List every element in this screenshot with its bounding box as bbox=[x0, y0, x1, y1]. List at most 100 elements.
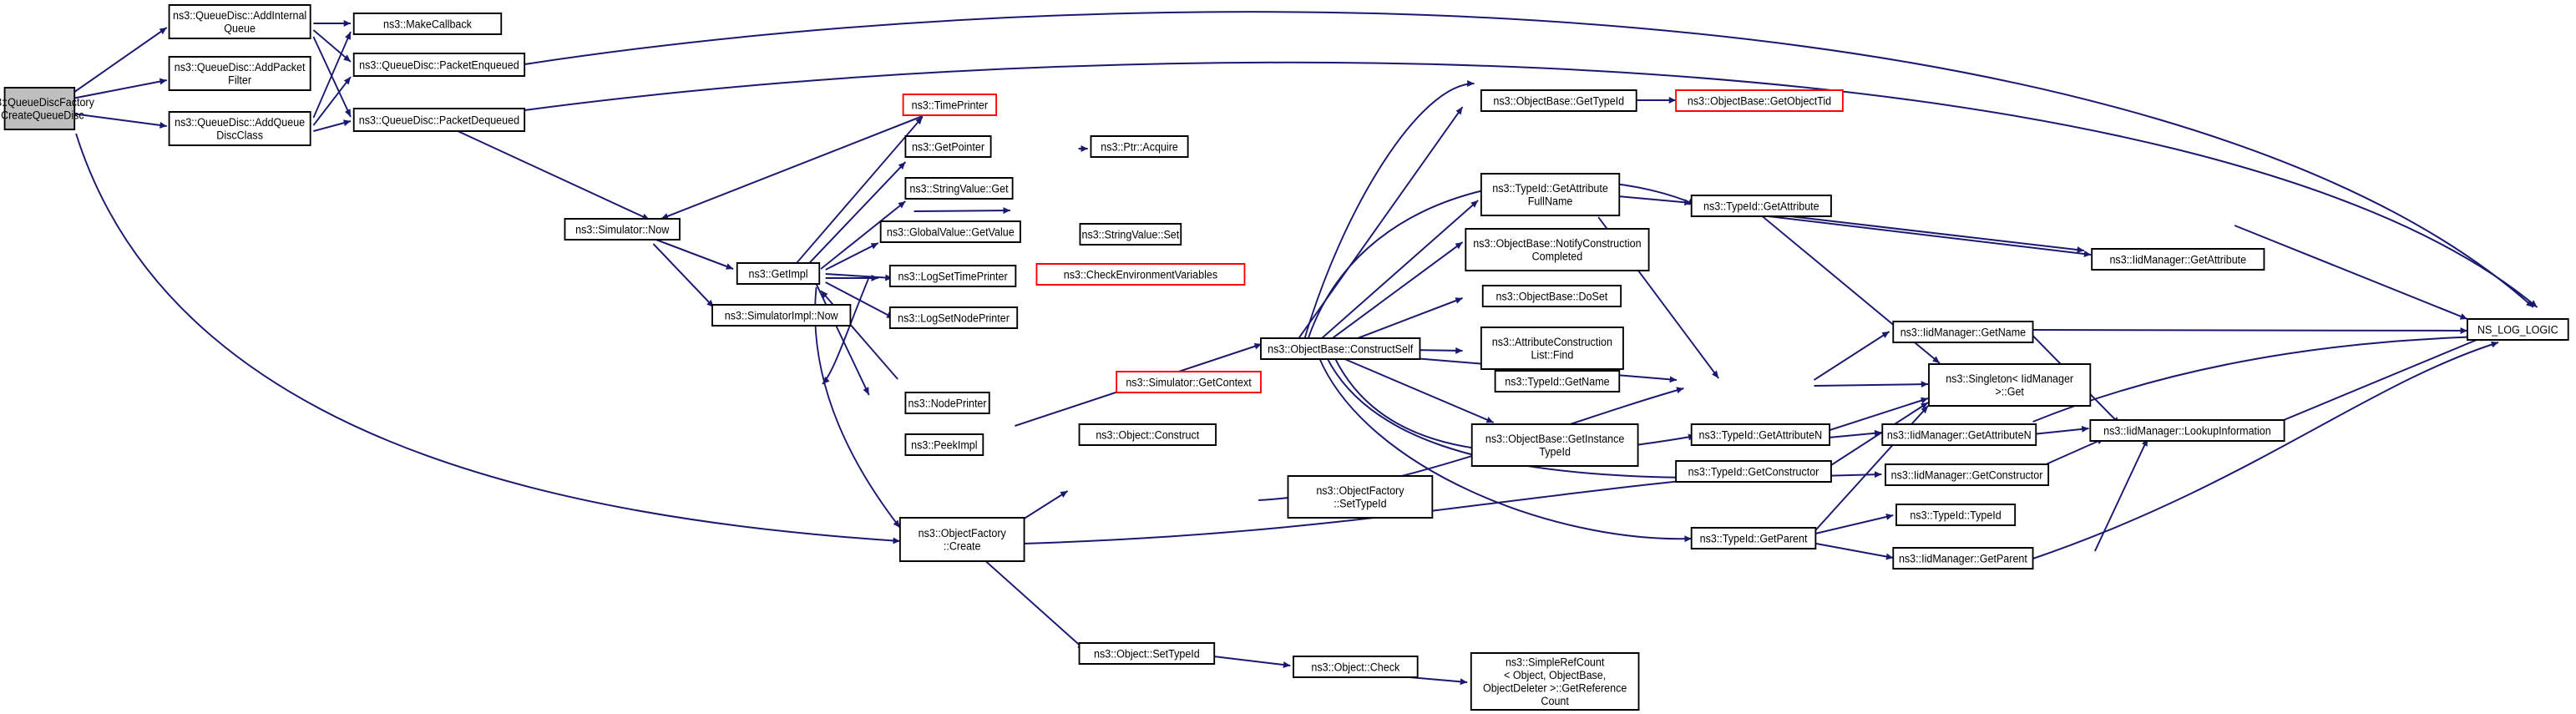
node-logsetnp[interactable]: ns3::LogSetNodePrinter bbox=[888, 306, 1019, 329]
edge bbox=[1326, 241, 1464, 343]
edge bbox=[313, 119, 352, 132]
node-label: ns3::QueueDisc::PacketDequeued bbox=[359, 114, 519, 127]
node-obconstructself[interactable]: ns3::ObjectBase::ConstructSelf bbox=[1260, 337, 1421, 360]
node-ofsettid[interactable]: ns3::ObjectFactory::SetTypeId bbox=[1287, 475, 1434, 519]
node-gvgetval[interactable]: ns3::GlobalValue::GetValue bbox=[879, 220, 1021, 243]
node-objsettid[interactable]: ns3::Object::SetTypeId bbox=[1078, 642, 1216, 665]
node-label: ::CreateQueueDisc bbox=[0, 109, 84, 122]
node-objconstruct[interactable]: ns3::Object::Construct bbox=[1078, 423, 1217, 446]
node-imgetctor[interactable]: ns3::IidManager::GetConstructor bbox=[1885, 463, 2050, 486]
node-pdeq[interactable]: ns3::QueueDisc::PacketDequeued bbox=[352, 108, 526, 132]
node-label: ns3::ObjectBase::GetTypeId bbox=[1493, 94, 1624, 108]
node-penq[interactable]: ns3::QueueDisc::PacketEnqueued bbox=[352, 53, 526, 77]
node-imgetattrn[interactable]: ns3::IidManager::GetAttributeN bbox=[1881, 423, 2037, 446]
node-box bbox=[1480, 327, 1624, 370]
node-box bbox=[564, 218, 681, 241]
node-imlookup[interactable]: ns3::IidManager::LookupInformation bbox=[2089, 419, 2285, 442]
node-label: ns3::Simulator::Now bbox=[575, 223, 670, 236]
node-timeprinter[interactable]: ns3::TimePrinter bbox=[902, 94, 998, 116]
node-svget[interactable]: ns3::StringValue::Get bbox=[904, 177, 1014, 200]
edge bbox=[1318, 200, 1479, 342]
node-box bbox=[1690, 195, 1832, 217]
node-box bbox=[2089, 419, 2285, 442]
edge bbox=[1761, 215, 2092, 257]
node-box bbox=[711, 304, 852, 327]
node-simgetctx[interactable]: ns3::Simulator::GetContext bbox=[1116, 371, 1262, 393]
node-label: TypeId bbox=[1539, 445, 1571, 458]
edge bbox=[660, 115, 924, 220]
node-label: ns3::TypeId::GetAttribute bbox=[1492, 182, 1608, 195]
edge bbox=[312, 36, 352, 118]
node-label: ns3::Singleton< IidManager bbox=[1946, 372, 2074, 386]
node-objcheck[interactable]: ns3::Object::Check bbox=[1293, 656, 1419, 678]
edge bbox=[524, 11, 2534, 308]
node-simimplnow[interactable]: ns3::SimulatorImpl::Now bbox=[711, 304, 852, 327]
node-logsettp[interactable]: ns3::LogSetTimePrinter bbox=[888, 265, 1017, 287]
node-tidgetattrn[interactable]: ns3::TypeId::GetAttributeN bbox=[1690, 423, 1831, 446]
node-label: ns3::ObjectBase::ConstructSelf bbox=[1268, 342, 1413, 356]
node-label: ns3::ObjectBase::GetObjectTid bbox=[1688, 94, 1831, 108]
node-imgetattr[interactable]: ns3::IidManager::GetAttribute bbox=[2091, 248, 2265, 271]
node-svset[interactable]: ns3::StringValue::Set bbox=[1079, 223, 1182, 246]
edge bbox=[1814, 331, 1890, 381]
node-tidtid[interactable]: ns3::TypeId::TypeId bbox=[1895, 504, 2017, 526]
node-label: DiscClass bbox=[216, 129, 263, 142]
node-makecb[interactable]: ns3::MakeCallback bbox=[352, 13, 503, 35]
node-nodeprinter[interactable]: ns3::NodePrinter bbox=[904, 392, 990, 414]
node-label: ns3::ObjectFactory bbox=[919, 527, 1007, 540]
node-box bbox=[904, 392, 990, 414]
node-tidgetctor[interactable]: ns3::TypeId::GetConstructor bbox=[1675, 460, 1832, 483]
call-edges bbox=[71, 11, 2538, 686]
node-tidgetname[interactable]: ns3::TypeId::GetName bbox=[1494, 370, 1621, 392]
node-box bbox=[736, 262, 821, 285]
node-box bbox=[352, 13, 503, 35]
call-nodes: ns3::QueueDiscFactory::CreateQueueDiscns… bbox=[0, 4, 2569, 711]
edge bbox=[1819, 397, 1929, 434]
node-label: ns3::QueueDiscFactory bbox=[0, 96, 94, 109]
edge bbox=[2032, 341, 2499, 560]
node-singleton[interactable]: ns3::Singleton< IidManager>::Get bbox=[1928, 363, 2092, 407]
node-box bbox=[1465, 228, 1650, 271]
edge bbox=[71, 27, 168, 94]
node-label: ::Create bbox=[944, 539, 981, 553]
node-label: ns3::QueueDisc::AddPacket bbox=[175, 61, 306, 74]
node-tidgetparent[interactable]: ns3::TypeId::GetParent bbox=[1690, 527, 1817, 549]
node-label: ns3::TypeId::GetConstructor bbox=[1688, 465, 1819, 479]
node-ofcreate[interactable]: ns3::ObjectFactory::Create bbox=[898, 517, 1025, 562]
node-nslog[interactable]: NS_LOG_LOGIC bbox=[2466, 318, 2569, 341]
edge bbox=[524, 61, 2538, 308]
edge bbox=[825, 242, 879, 271]
node-obgetobjtid[interactable]: ns3::ObjectBase::GetObjectTid bbox=[1675, 89, 1844, 112]
node-obdoset[interactable]: ns3::ObjectBase::DoSet bbox=[1481, 285, 1622, 307]
node-imgetname[interactable]: ns3::IidManager::GetName bbox=[1892, 321, 2034, 343]
node-checkenv[interactable]: ns3::CheckEnvironmentVariables bbox=[1035, 263, 1246, 286]
node-box bbox=[1690, 527, 1817, 549]
node-box bbox=[1287, 475, 1434, 519]
node-obgettid[interactable]: ns3::ObjectBase::GetTypeId bbox=[1480, 89, 1637, 112]
node-obnotify[interactable]: ns3::ObjectBase::NotifyConstructionCompl… bbox=[1465, 228, 1650, 271]
node-root[interactable]: ns3::QueueDiscFactory::CreateQueueDisc bbox=[0, 87, 94, 130]
node-ptracq[interactable]: ns3::Ptr::Acquire bbox=[1090, 135, 1189, 158]
node-label: ns3::Object::Check bbox=[1311, 661, 1399, 674]
node-tidgetattr[interactable]: ns3::TypeId::GetAttribute bbox=[1690, 195, 1832, 217]
node-imgetparent[interactable]: ns3::IidManager::GetParent bbox=[1892, 547, 2034, 570]
node-box bbox=[1116, 371, 1262, 393]
node-simnow[interactable]: ns3::Simulator::Now bbox=[564, 218, 681, 241]
node-getpointer[interactable]: ns3::GetPointer bbox=[904, 135, 992, 158]
node-srcgetref[interactable]: ns3::SimpleRefCount< Object, ObjectBase,… bbox=[1470, 652, 1640, 711]
node-label: ns3::LogSetNodePrinter bbox=[898, 311, 1010, 325]
node-box bbox=[1895, 504, 2017, 526]
node-getimpl[interactable]: ns3::GetImpl bbox=[736, 262, 821, 285]
node-label: ns3::ObjectBase::DoSet bbox=[1496, 290, 1608, 303]
edge bbox=[806, 161, 907, 266]
node-label: ns3::StringValue::Get bbox=[909, 182, 1009, 195]
node-peekimpl[interactable]: ns3::PeekImpl bbox=[904, 433, 984, 456]
edge bbox=[457, 130, 650, 220]
